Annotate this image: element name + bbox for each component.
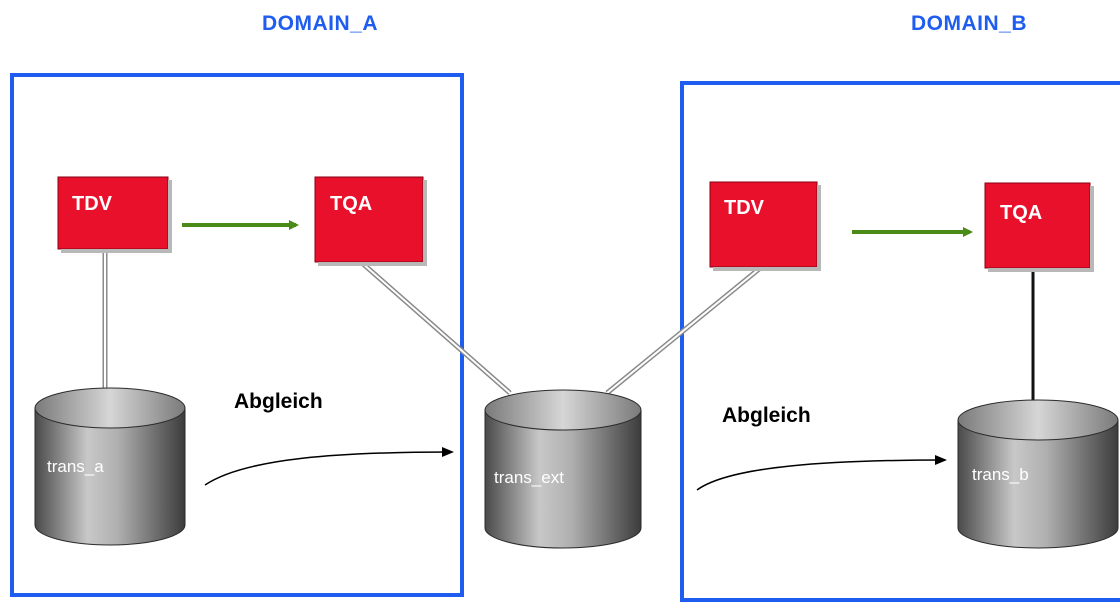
link-tqa-a-trans-ext bbox=[360, 261, 512, 395]
tqa-a-label: TQA bbox=[330, 193, 372, 215]
database-trans-a: trans_a bbox=[34, 387, 186, 546]
trans-b-label: trans_b bbox=[972, 465, 1029, 484]
sync-arrow-a bbox=[204, 447, 454, 486]
domain-b-frame bbox=[680, 81, 1120, 602]
domain-b-title: DOMAIN_B bbox=[911, 12, 1028, 35]
tqa-box-b: TQA bbox=[984, 182, 1094, 272]
trans-ext-label: trans_ext bbox=[494, 468, 564, 487]
tqa-b-label: TQA bbox=[1000, 202, 1042, 224]
link-trans-ext-tdv-b bbox=[605, 263, 766, 395]
domain-a-frame bbox=[10, 73, 464, 597]
sync-label-b: Abgleich bbox=[722, 404, 811, 427]
tdv-b-label: TDV bbox=[724, 197, 765, 219]
tdv-a-label: TDV bbox=[72, 193, 113, 215]
sync-arrow-b bbox=[696, 455, 947, 491]
domain-a-title: DOMAIN_A bbox=[262, 12, 379, 35]
tdv-box-b: TDV bbox=[709, 181, 821, 271]
trans-a-label: trans_a bbox=[47, 457, 104, 476]
database-trans-ext: trans_ext bbox=[484, 389, 642, 549]
tqa-box-a: TQA bbox=[314, 176, 427, 266]
sync-label-a: Abgleich bbox=[234, 390, 323, 413]
database-trans-b: trans_b bbox=[957, 399, 1119, 549]
tdv-box-a: TDV bbox=[57, 176, 172, 253]
